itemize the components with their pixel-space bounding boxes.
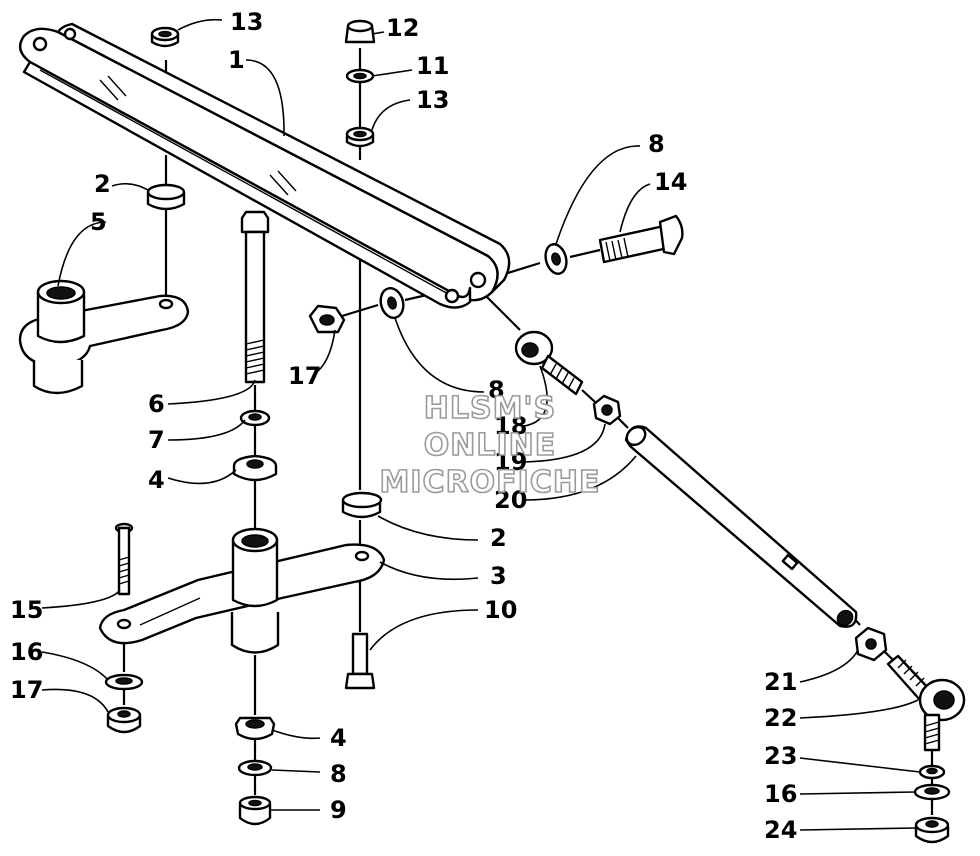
watermark-line-1: HLSM'S <box>424 391 556 426</box>
callout-13-mid: 13 <box>416 86 449 114</box>
watermark: HLSM'S ONLINE MICROFICHE <box>379 390 601 501</box>
callout-3: 3 <box>490 562 507 590</box>
callout-9: 9 <box>330 796 347 824</box>
nut-4-lower <box>234 716 276 741</box>
callout-13-top: 13 <box>230 8 263 36</box>
nut-19 <box>592 394 622 426</box>
bolt-14 <box>598 214 684 264</box>
tie-rod-20 <box>624 425 858 628</box>
washer-16-right <box>913 783 951 801</box>
washer-8-right <box>544 243 568 275</box>
callout-2-upper: 2 <box>94 170 111 198</box>
callout-4-upper: 4 <box>148 466 165 494</box>
washer-8-bottom <box>237 759 273 777</box>
nut-17-center <box>308 304 346 334</box>
callout-21: 21 <box>764 668 797 696</box>
washer-23 <box>918 764 946 780</box>
bolt-15 <box>114 522 134 596</box>
callout-18: 18 <box>494 412 527 440</box>
washer-11 <box>345 68 375 84</box>
pitman-arm-left <box>18 279 190 395</box>
rod-end-22 <box>886 654 966 752</box>
callout-23: 23 <box>764 742 797 770</box>
nut-12 <box>344 19 376 44</box>
callout-10: 10 <box>484 596 517 624</box>
bolt-10 <box>344 632 376 690</box>
spacer-2-lower <box>341 491 383 519</box>
watermark-line-2: ONLINE <box>424 428 557 463</box>
nut-24 <box>914 816 950 844</box>
nut-21 <box>854 626 888 662</box>
callout-labels: 13 1 12 11 13 8 14 2 5 17 8 18 19 20 6 7… <box>10 8 797 844</box>
bolt-6 <box>240 210 270 384</box>
callout-14: 14 <box>654 168 687 196</box>
bushing-13-top <box>150 26 180 48</box>
link-arms <box>18 22 511 309</box>
washer-16-left <box>104 673 144 691</box>
callout-15: 15 <box>10 596 43 624</box>
callout-19: 19 <box>494 448 527 476</box>
callout-12: 12 <box>386 14 419 42</box>
rod-end-18 <box>514 330 584 396</box>
leader-lines <box>41 18 921 831</box>
bellcrank-center <box>98 527 386 654</box>
callout-16-right: 16 <box>764 780 797 808</box>
washer-8-center <box>379 287 405 319</box>
callout-16-left: 16 <box>10 638 43 666</box>
callout-7: 7 <box>148 426 165 454</box>
callout-6: 6 <box>148 390 165 418</box>
callout-20: 20 <box>494 486 527 514</box>
washer-7 <box>239 409 271 427</box>
nut-9 <box>238 795 272 826</box>
callout-2-lower: 2 <box>490 524 507 552</box>
spacer-2-upper <box>146 183 186 211</box>
nut-4-upper <box>232 454 278 482</box>
watermark-line-3: MICROFICHE <box>380 465 601 500</box>
nut-17-left <box>106 706 142 734</box>
callout-4-lower: 4 <box>330 724 347 752</box>
callout-17-center: 17 <box>288 362 321 390</box>
callout-17-left: 17 <box>10 676 43 704</box>
callout-11: 11 <box>416 52 449 80</box>
callout-5: 5 <box>90 208 107 236</box>
callout-22: 22 <box>764 704 797 732</box>
callout-8-right: 8 <box>648 130 665 158</box>
callout-8-center: 8 <box>488 376 505 404</box>
callout-1: 1 <box>228 46 245 74</box>
callout-8-bottom: 8 <box>330 760 347 788</box>
callout-24: 24 <box>764 816 797 844</box>
bushing-13-mid <box>345 126 375 148</box>
